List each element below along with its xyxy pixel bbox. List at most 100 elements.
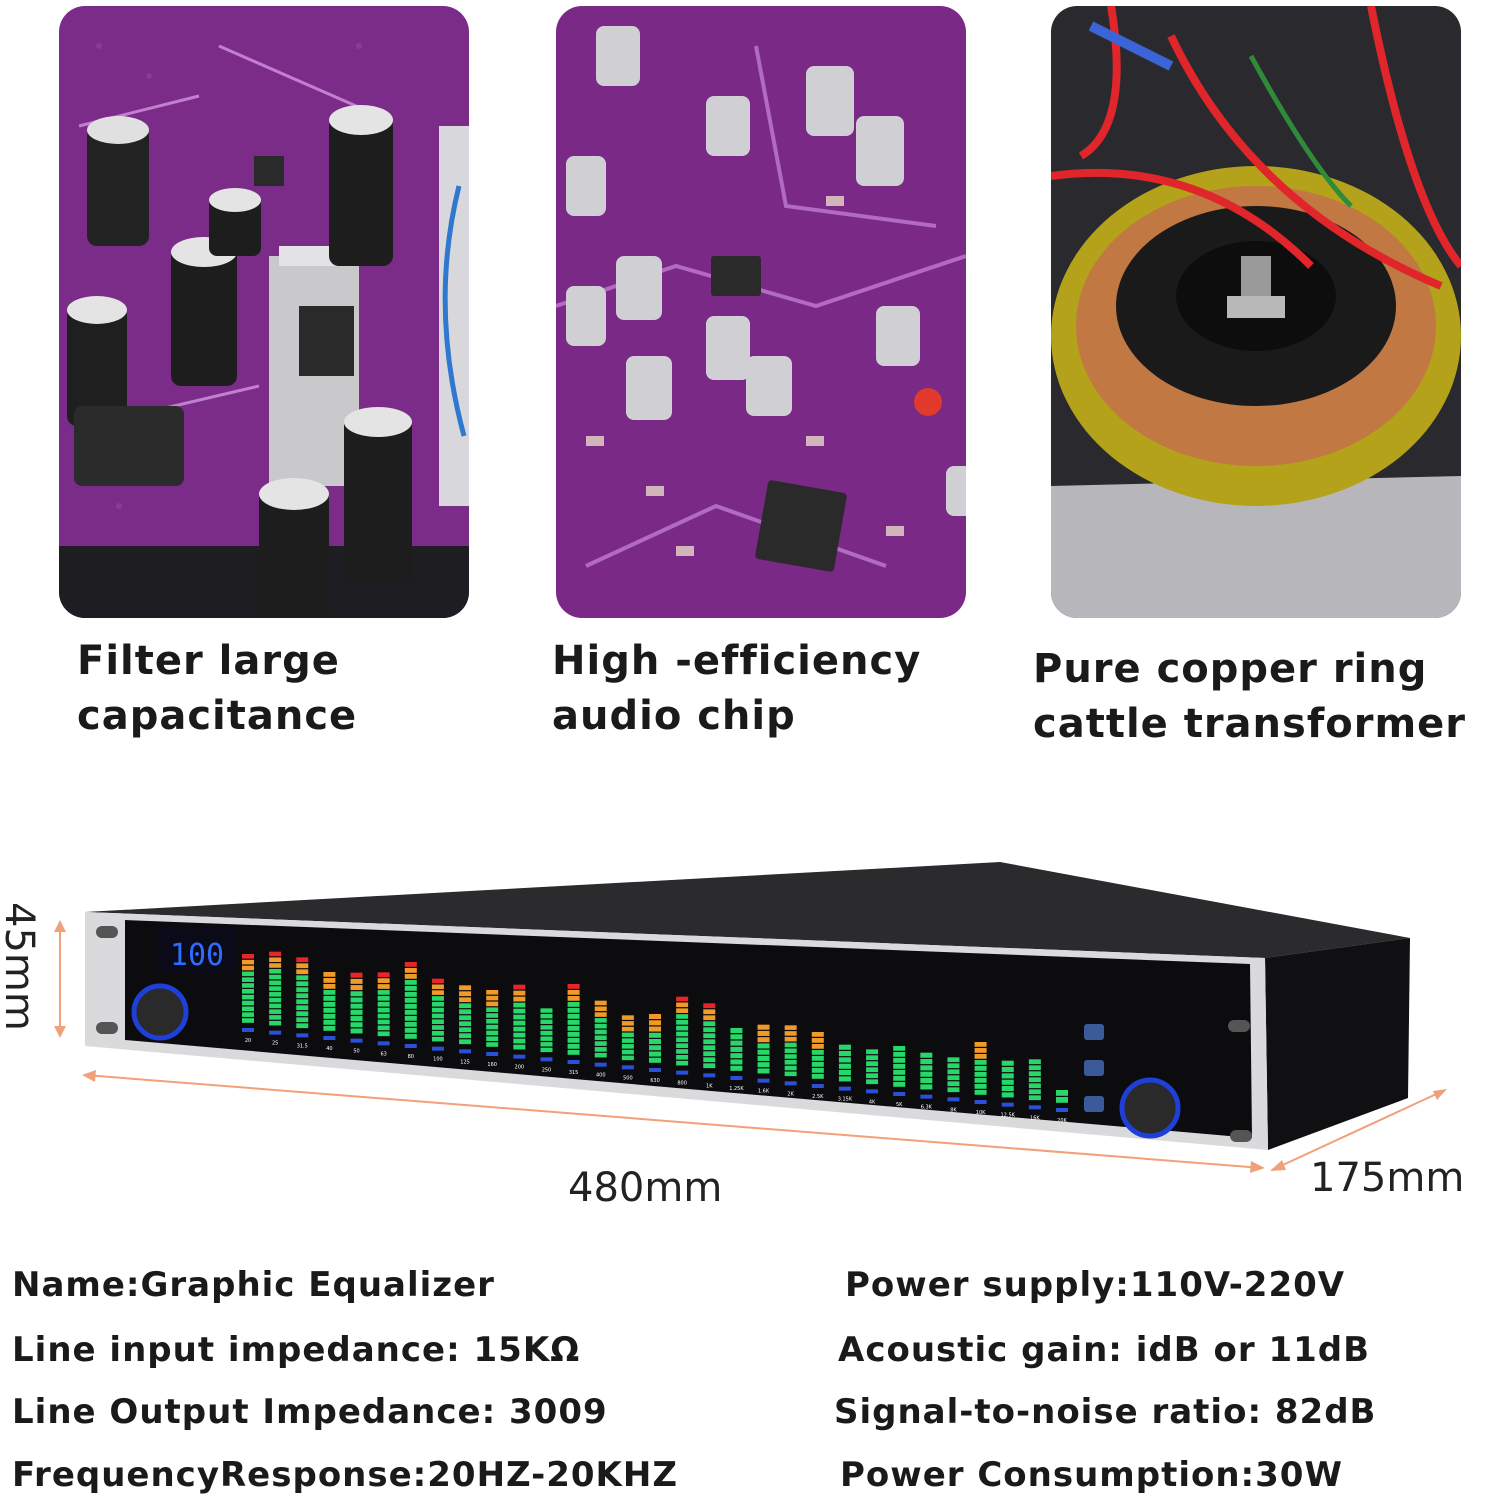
band-label: 12.5K — [1001, 1113, 1016, 1119]
band-label: 800 — [677, 1081, 687, 1087]
meter-segment — [540, 1042, 553, 1047]
meter-segment — [676, 1014, 689, 1019]
spec-line-output-impedance: Line Output Impedance: 3009 — [12, 1392, 608, 1432]
meter-segment — [242, 954, 254, 959]
meter-segment — [567, 1014, 580, 1019]
meter-segment — [594, 1052, 607, 1058]
band-label: 31.5 — [297, 1043, 308, 1049]
meter-segment — [431, 984, 444, 990]
meter-segment — [404, 998, 417, 1003]
meter-segment — [296, 1023, 309, 1029]
meter-segment — [459, 1003, 472, 1009]
meter-segment — [404, 1004, 417, 1009]
meter-segment — [730, 1053, 743, 1059]
meter-segment — [486, 990, 499, 995]
meter-segment — [567, 1026, 580, 1031]
meter-segment — [377, 1001, 390, 1007]
meter-segment — [866, 1067, 879, 1073]
meter-segment — [296, 993, 309, 999]
meter-segment — [893, 1052, 906, 1057]
meter-base — [242, 1028, 254, 1032]
meter-base — [323, 1036, 336, 1040]
meter-segment — [838, 1044, 851, 1050]
meter-segment — [1028, 1065, 1041, 1071]
meter-segment — [866, 1061, 879, 1067]
meter-segment — [838, 1070, 851, 1076]
meter-segment — [567, 996, 580, 1001]
meter-segment — [323, 972, 336, 977]
meter-segment — [703, 1051, 716, 1057]
meter-segment — [486, 1007, 499, 1012]
meter-segment — [404, 1016, 417, 1021]
meter-segment — [1028, 1095, 1041, 1101]
panel-button-3[interactable] — [1084, 1096, 1104, 1112]
meter-segment — [838, 1057, 851, 1063]
band-label: 63 — [380, 1051, 386, 1057]
panel-button-2[interactable] — [1084, 1060, 1104, 1076]
meter-segment — [567, 1050, 580, 1055]
meter-segment — [594, 1018, 607, 1023]
meter-base — [540, 1057, 553, 1062]
right-knob[interactable] — [1119, 1077, 1181, 1139]
meter-segment — [703, 1063, 716, 1069]
meter-segment — [947, 1069, 960, 1075]
meter-segment — [269, 1015, 282, 1020]
meter-segment — [377, 1019, 390, 1025]
meter-segment — [784, 1036, 797, 1042]
meter-segment — [459, 1027, 472, 1033]
meter-segment — [703, 1003, 716, 1009]
meter-segment — [757, 1055, 770, 1061]
left-knob[interactable] — [131, 983, 189, 1041]
meter-segment — [784, 1065, 797, 1071]
meter-segment — [676, 1025, 689, 1031]
meter-segment — [459, 1033, 472, 1039]
meter-segment — [893, 1070, 906, 1075]
meter-segment — [377, 978, 390, 983]
meter-base — [513, 1054, 526, 1059]
meter-base — [811, 1084, 824, 1088]
meter-segment — [513, 1002, 526, 1008]
height-dimension: 45mm — [0, 902, 42, 1031]
meter-segment — [486, 1030, 499, 1036]
band-label: 80 — [408, 1054, 414, 1060]
meter-segment — [757, 1043, 770, 1049]
meter-segment — [431, 978, 444, 984]
meter-segment — [1028, 1083, 1041, 1089]
meter-segment — [974, 1090, 987, 1095]
meter-segment — [784, 1048, 797, 1054]
transformer-photo — [1051, 6, 1461, 618]
meter-segment — [920, 1065, 933, 1071]
band-label: 50 — [353, 1049, 359, 1055]
meter-segment — [350, 1009, 363, 1015]
band-label: 1.6K — [758, 1089, 770, 1095]
meter-segment — [757, 1049, 770, 1055]
band-label: 6.3K — [921, 1105, 933, 1111]
meter-segment — [1028, 1089, 1041, 1095]
meter-segment — [730, 1040, 743, 1046]
meter-segment — [920, 1059, 933, 1065]
band-label: 1.25K — [729, 1086, 744, 1092]
meter-segment — [296, 981, 309, 987]
meter-segment — [486, 1013, 499, 1018]
meter-segment — [811, 1050, 824, 1055]
meter-segment — [811, 1044, 824, 1049]
meter-segment — [838, 1063, 851, 1069]
meter-segment — [567, 984, 580, 989]
meter-segment — [404, 986, 417, 991]
meter-segment — [350, 1022, 363, 1028]
meter-segment — [730, 1046, 743, 1052]
meter-segment — [513, 1038, 526, 1044]
meter-segment — [920, 1052, 933, 1058]
meter-segment — [540, 1030, 553, 1036]
feature-caption-capacitance: Filter large capacitance — [77, 638, 358, 739]
meter-segment — [269, 957, 282, 963]
meter-segment — [486, 1019, 499, 1024]
meter-segment — [920, 1071, 933, 1077]
band-label: 500 — [623, 1075, 633, 1081]
meter-segment — [567, 1020, 580, 1025]
meter-segment — [621, 1038, 634, 1043]
meter-segment — [513, 1044, 526, 1050]
meter-segment — [269, 1020, 282, 1026]
meter-segment — [269, 951, 282, 957]
panel-button-1[interactable] — [1084, 1024, 1104, 1040]
